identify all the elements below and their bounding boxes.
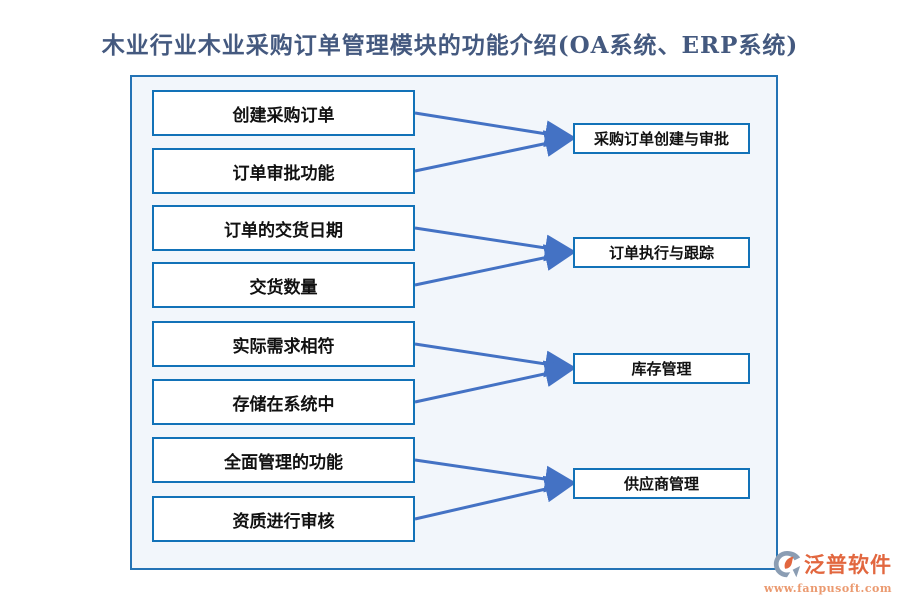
connector-arrow xyxy=(414,244,578,287)
right-box-label: 订单执行与跟踪 xyxy=(608,245,714,262)
right-box: 供应商管理 xyxy=(573,468,750,499)
diagram-container: 创建采购订单订单审批功能订单的交货日期交货数量实际需求相符存储在系统中全面管理的… xyxy=(130,75,778,570)
page-title: 木业行业木业采购订单管理模块的功能介绍(OA系统、ERP系统) xyxy=(101,32,799,59)
connector-arrow xyxy=(414,360,578,404)
left-box-label: 资质进行审核 xyxy=(232,511,335,531)
right-box: 库存管理 xyxy=(573,353,750,384)
watermark: 泛普软件 www.fanpusoft.com xyxy=(742,549,892,594)
fanpu-logo-icon xyxy=(773,550,801,578)
connector-arrow xyxy=(414,342,578,378)
brand-name: 泛普软件 xyxy=(804,553,892,577)
left-box: 订单审批功能 xyxy=(152,148,415,194)
right-box-label: 供应商管理 xyxy=(623,476,699,493)
left-box-label: 全面管理的功能 xyxy=(224,452,343,472)
right-box: 采购订单创建与审批 xyxy=(573,123,750,154)
left-box: 全面管理的功能 xyxy=(152,437,415,483)
left-box-label: 实际需求相符 xyxy=(232,336,335,356)
left-box: 存储在系统中 xyxy=(152,379,415,425)
right-box: 订单执行与跟踪 xyxy=(573,237,750,268)
connector-arrow xyxy=(414,111,578,148)
left-box-label: 订单的交货日期 xyxy=(224,220,343,240)
left-box: 实际需求相符 xyxy=(152,321,415,367)
right-box-label: 采购订单创建与审批 xyxy=(593,131,729,148)
connector-arrow xyxy=(414,130,578,173)
connector-arrow xyxy=(414,458,578,493)
arrow-layer xyxy=(414,111,578,521)
left-box-label: 存储在系统中 xyxy=(232,394,335,414)
brand-url: www.fanpusoft.com xyxy=(763,582,892,595)
left-box: 订单的交货日期 xyxy=(152,205,415,251)
right-box-label: 库存管理 xyxy=(631,361,692,378)
left-box-label: 创建采购订单 xyxy=(232,105,335,125)
left-box-label: 交货数量 xyxy=(249,277,318,297)
left-box: 创建采购订单 xyxy=(152,90,415,136)
connector-arrow xyxy=(414,475,578,521)
left-box: 交货数量 xyxy=(152,262,415,308)
connector-arrow xyxy=(414,226,578,262)
left-box: 资质进行审核 xyxy=(152,496,415,542)
left-box-label: 订单审批功能 xyxy=(232,163,335,183)
